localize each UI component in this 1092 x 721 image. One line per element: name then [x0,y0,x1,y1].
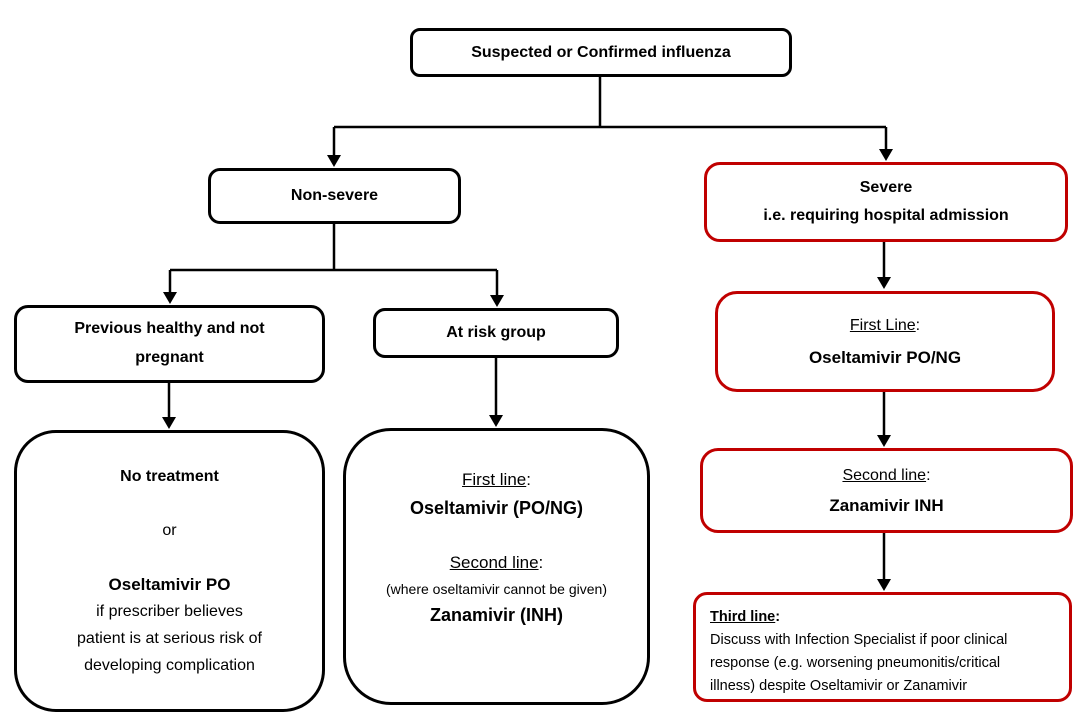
option-a-label: No treatment [120,468,219,485]
node-severe-first-line: First Line: Oseltamivir PO/NG [715,291,1055,392]
node-severe-third-line: Third line: Discuss with Infection Speci… [693,592,1072,702]
severe-subtitle: i.e. requiring hospital admission [763,207,1009,224]
arrowhead-severe-first-line-icon [877,277,891,289]
severe-second-line-drug: Zanamivir INH [829,495,944,515]
severe-third-line-body-line: Discuss with Infection Specialist if poo… [710,632,1008,648]
second-line-note: (where oseltamivir cannot be given) [386,581,607,597]
node-label-line: pregnant [135,349,204,366]
arrowhead-severe-third-line-icon [877,579,891,591]
severe-first-line-heading: First Line: [850,310,920,342]
arrowhead-at-risk-icon [490,295,504,307]
node-label: At risk group [446,324,546,342]
second-line-heading-text: Second line [449,553,539,572]
arrowhead-non-severe-icon [327,155,341,167]
severe-first-line-heading-text: First Line [849,316,916,334]
node-no-treatment: No treatment or Oseltamivir PO if prescr… [14,430,325,712]
first-line-drug: Oseltamivir (PO/NG) [409,498,584,518]
arrowhead-at-risk-treatment-icon [489,415,503,427]
node-suspected-confirmed-influenza: Suspected or Confirmed influenza [410,28,792,77]
severe-second-line-heading-text: Second line [842,466,927,484]
second-line-heading: Second line: [450,549,544,577]
conjunction-label: or [162,522,177,539]
severe-title: Severe [859,179,913,196]
option-b-condition-line: developing complication [84,657,255,674]
severe-first-line-colon: : [915,316,921,334]
option-b-condition-line: patient is at serious risk of [77,630,262,647]
severe-first-line-drug: Oseltamivir PO/NG [808,347,962,367]
node-at-risk-treatment: First line: Oseltamivir (PO/NG) Second l… [343,428,650,705]
severe-third-line-body-line: illness) despite Oseltamivir or Zanamivi… [710,678,968,694]
second-line-drug: Zanamivir (INH) [429,605,564,625]
second-line-colon: : [538,553,544,572]
option-b-label: Oseltamivir PO [108,575,231,594]
node-previously-healthy: Previous healthy and not pregnant [14,305,325,383]
first-line-heading-text: First line [462,470,527,489]
arrowhead-severe-second-line-icon [877,435,891,447]
first-line-heading: First line: [462,466,531,494]
first-line-colon: : [526,470,531,489]
severe-third-line-heading-text: Third line [710,609,776,625]
severe-third-line-colon: : [775,609,781,625]
severe-third-line-heading: Third line: [710,606,780,629]
option-b-condition-line: if prescriber believes [96,603,243,620]
node-non-severe: Non-severe [208,168,461,224]
node-severe-second-line: Second line: Zanamivir INH [700,448,1073,533]
node-label: Suspected or Confirmed influenza [471,43,731,61]
arrowhead-severe-icon [879,149,893,161]
arrowhead-no-treatment-icon [162,417,176,429]
node-at-risk-group: At risk group [373,308,619,358]
node-label: Non-severe [290,187,379,205]
node-severe: Severe i.e. requiring hospital admission [704,162,1068,242]
node-label-line: Previous healthy and not [74,320,265,338]
severe-third-line-body-line: response (e.g. worsening pneumonitis/cri… [710,655,1001,671]
severe-second-line-heading: Second line: [842,461,930,491]
arrowhead-previously-healthy-icon [163,292,177,304]
severe-second-line-colon: : [926,466,931,484]
